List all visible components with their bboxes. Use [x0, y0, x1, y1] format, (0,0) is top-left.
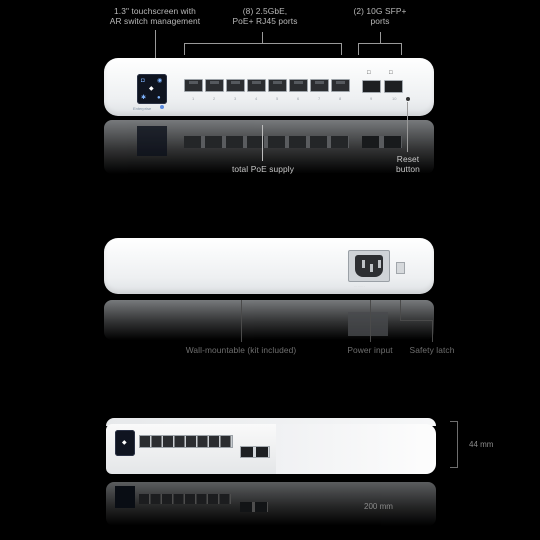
switch-angle-side [276, 424, 436, 474]
power-pin [370, 264, 373, 272]
port-number: 10 [392, 96, 397, 101]
label-poe-total: total PoE supply [231, 164, 295, 174]
label-rj45-ports: (8) 2.5GbE, PoE+ RJ45 ports [232, 6, 298, 26]
rj45-bank-angle[interactable] [139, 435, 233, 448]
sfp-reflection [362, 136, 402, 148]
label-height: 44 mm [469, 440, 494, 449]
bracket-rj45-left [184, 43, 185, 55]
ports-reflection [139, 494, 231, 504]
power-pin [362, 260, 365, 268]
switch-rear: ········· [104, 238, 434, 294]
safety-latch[interactable] [396, 262, 405, 274]
brand-label: Enterprise [133, 106, 152, 111]
label-safety-latch: Safety latch [409, 345, 455, 355]
leader-safety-latch-v [432, 320, 433, 342]
app-icon: ◘ [141, 78, 145, 84]
bracket-sfp-right [401, 43, 402, 55]
rj45-port-1[interactable] [184, 79, 203, 92]
power-socket-cavity [355, 255, 383, 277]
bracket-sfp-left [358, 43, 359, 55]
sfp-reflection [240, 502, 268, 512]
globe-icon: ◉ [157, 78, 163, 84]
sfp-port-10[interactable] [384, 80, 403, 93]
leader-power-input [370, 300, 371, 342]
switch-icon: ◆ [149, 86, 154, 92]
ports-reflection [184, 136, 349, 148]
rj45-port-8[interactable] [331, 79, 350, 92]
reset-button[interactable] [406, 97, 410, 101]
rj45-port-5[interactable] [268, 79, 287, 92]
label-sfp-ports: (2) 10G SFP+ ports [353, 6, 407, 26]
touchscreen-reflection [115, 486, 135, 508]
switch-angle-top [106, 418, 436, 426]
label-width: 200 mm [364, 502, 393, 511]
bracket-sfp [358, 43, 402, 44]
touchscreen[interactable]: ◘ ◉ ◆ ✱ ● [137, 74, 167, 104]
bracket-sfp-mid [380, 32, 381, 43]
leader-touchscreen [155, 30, 156, 60]
rj45-port-4[interactable] [247, 79, 266, 92]
power-rating-text: ········· [354, 284, 365, 288]
port-number: 5 [276, 96, 279, 101]
rj45-port-7[interactable] [310, 79, 329, 92]
rj45-port-2[interactable] [205, 79, 224, 92]
switch-angle-reflection [106, 482, 436, 526]
bracket-rj45-right [341, 43, 342, 55]
label-wall-mount: Wall-mountable (kit included) [185, 345, 297, 355]
sfp-bank-angle[interactable] [240, 446, 270, 458]
leader-reset [407, 102, 408, 152]
switch-rear-reflection [104, 300, 434, 340]
bracket-rj45 [184, 43, 342, 44]
label-reset-button: Reset button [396, 154, 420, 174]
port-number: 3 [234, 96, 237, 101]
power-icon: ● [157, 95, 161, 101]
sfp-port-9[interactable] [362, 80, 381, 93]
bracket-rj45-mid [262, 32, 263, 43]
label-touchscreen: 1.3" touchscreen with AR switch manageme… [109, 6, 201, 26]
switch-front-reflection [104, 120, 434, 174]
sfp-indicator-icon: □ [389, 70, 393, 76]
gear-icon: ✱ [141, 95, 147, 101]
port-number: 7 [318, 96, 321, 101]
label-power-input: Power input [347, 345, 393, 355]
power-pin [378, 260, 381, 268]
touchscreen-angle[interactable]: ◆ [115, 430, 135, 456]
touchscreen-reflection [137, 126, 167, 156]
leader-safety-latch-h [400, 320, 432, 321]
rj45-port-3[interactable] [226, 79, 245, 92]
port-number: 9 [370, 96, 373, 101]
port-number: 2 [213, 96, 216, 101]
height-bracket [450, 421, 458, 468]
brand-logo-icon [160, 105, 164, 109]
sfp-indicator-icon: □ [367, 70, 371, 76]
port-number: 8 [339, 96, 342, 101]
leader-wall-mount [241, 300, 242, 342]
leader-safety-latch [400, 300, 401, 320]
switch-front: ◘ ◉ ◆ ✱ ● Enterprise 1 2 3 4 5 6 7 8 □ □… [104, 58, 434, 116]
switch-icon: ◆ [122, 440, 127, 446]
port-number: 6 [297, 96, 300, 101]
port-number: 1 [192, 96, 195, 101]
rj45-port-6[interactable] [289, 79, 308, 92]
power-socket-reflection [348, 312, 388, 336]
leader-poe [262, 125, 263, 161]
port-number: 4 [255, 96, 258, 101]
switch-angle: ◆ [106, 418, 436, 480]
power-input-socket[interactable] [348, 250, 390, 282]
